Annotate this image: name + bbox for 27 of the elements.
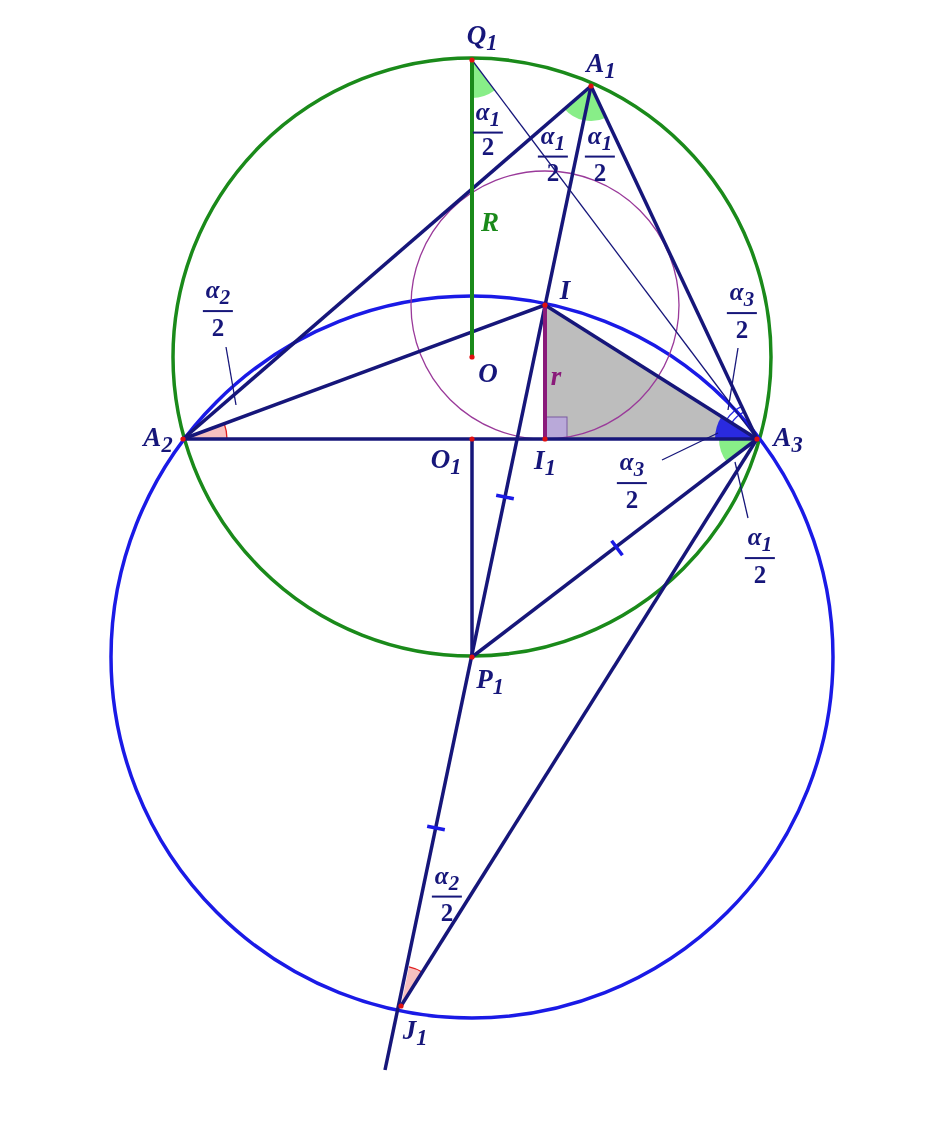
angle-label: α$_{1}$ 2 bbox=[744, 523, 776, 587]
angle-label: α$_{3}$ 2 bbox=[616, 448, 648, 512]
point-label: Q$_{1}$ bbox=[466, 21, 498, 55]
point-label: J$_{1}$ bbox=[402, 1016, 428, 1050]
leader-line bbox=[225, 346, 237, 406]
angle-label: 2 bbox=[440, 899, 454, 925]
point-label: I$_{1}$ bbox=[534, 446, 556, 480]
angle-label: α$_{1}$ bbox=[537, 122, 569, 158]
point-label: A$_{2}$ bbox=[143, 423, 173, 457]
point-label: A$_{1}$ bbox=[586, 49, 616, 83]
angle-label: α$_{1}$ bbox=[584, 122, 616, 158]
angle-label: 2 bbox=[481, 133, 495, 159]
angle-label: α$_{2}$ bbox=[431, 862, 463, 898]
point-label: O$_{1}$ bbox=[430, 445, 462, 479]
point-label: O bbox=[478, 359, 498, 387]
angle-label: α$_{1}$ bbox=[472, 98, 504, 134]
point-label: P$_{1}$ bbox=[476, 665, 504, 699]
length-label: r bbox=[550, 362, 562, 390]
angle-label: α$_{2}$ 2 bbox=[202, 276, 234, 340]
leader-line bbox=[727, 347, 739, 411]
length-label: R bbox=[481, 208, 499, 236]
leader-line bbox=[734, 461, 749, 519]
point-label: I bbox=[559, 276, 571, 304]
point-label: A$_{3}$ bbox=[773, 423, 803, 457]
leader-line bbox=[661, 432, 719, 461]
angle-label: 2 bbox=[593, 159, 607, 185]
angle-label: α$_{3}$ 2 bbox=[726, 278, 758, 342]
